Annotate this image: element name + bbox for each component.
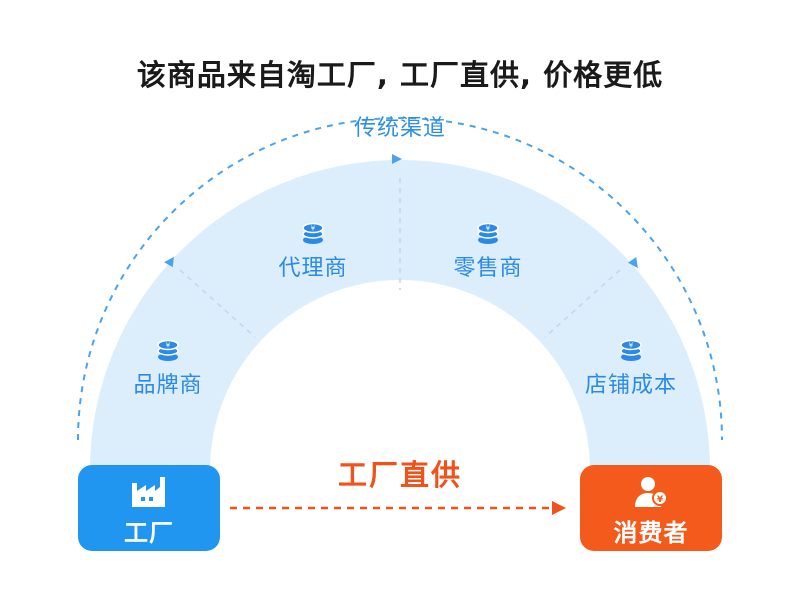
node-store-cost-label: 店铺成本 — [584, 373, 677, 398]
arc-arrow — [392, 154, 402, 164]
arc-arrow — [164, 256, 174, 268]
direct-supply-label: 工厂直供 — [337, 458, 462, 492]
node-retailer-label: 零售商 — [453, 256, 523, 281]
svg-text:¥: ¥ — [629, 342, 634, 350]
factory-icon — [132, 477, 165, 507]
node-store-cost: ¥ 店铺成本 — [566, 337, 696, 399]
node-brand: ¥ 品牌商 — [103, 337, 233, 399]
consumer-label: 消费者 — [613, 519, 689, 547]
node-agent-label: 代理商 — [278, 256, 348, 281]
svg-text:¥: ¥ — [657, 495, 664, 505]
svg-text:¥: ¥ — [486, 225, 491, 233]
coin-stack-icon: ¥ — [477, 222, 499, 244]
svg-text:¥: ¥ — [166, 342, 171, 350]
coin-stack-icon: ¥ — [302, 222, 324, 244]
coin-stack-icon: ¥ — [620, 339, 642, 361]
coin-stack-icon: ¥ — [157, 339, 179, 361]
node-agent: ¥ 代理商 — [248, 220, 378, 282]
factory-box: 工厂 — [78, 465, 220, 551]
page-title: 该商品来自淘工厂, 工厂直供, 价格更低 — [136, 58, 664, 92]
direct-arrow-head — [552, 501, 566, 515]
arc-arrow — [628, 257, 638, 269]
factory-label: 工厂 — [124, 519, 174, 547]
node-retailer: ¥ 零售商 — [423, 220, 553, 282]
channel-label: 传统渠道 — [353, 116, 446, 141]
consumer-box: ¥ 消费者 — [580, 465, 722, 551]
channel-arch — [90, 160, 710, 470]
user-yuan-icon: ¥ — [635, 477, 668, 507]
arch-divider — [544, 269, 621, 338]
channel-dashed-arc — [77, 117, 723, 441]
arch-divider — [179, 269, 256, 338]
node-brand-label: 品牌商 — [133, 373, 203, 398]
svg-text:¥: ¥ — [311, 225, 316, 233]
